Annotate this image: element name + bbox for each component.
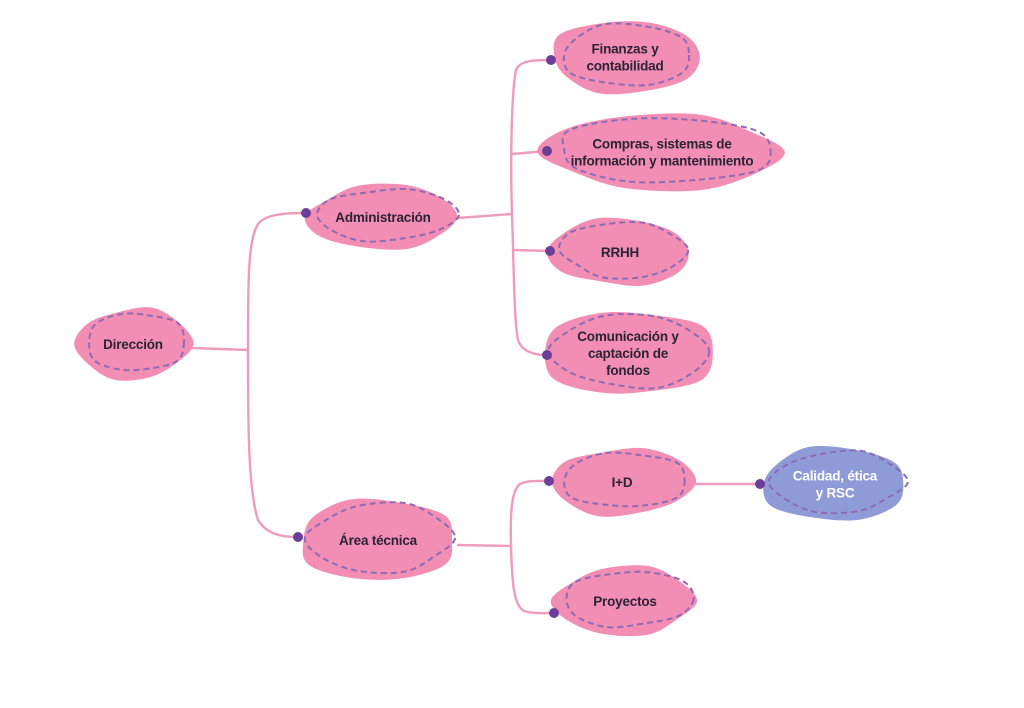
- node-dashed-outline: [88, 312, 185, 372]
- node-dashed-outline: [565, 570, 695, 629]
- node-label-id: I+D: [612, 475, 633, 490]
- node-label-direccion: Dirección: [103, 337, 163, 352]
- connector-dot: [549, 608, 559, 618]
- node-dashed-outline: [767, 449, 909, 515]
- node-administracion: Administración: [301, 183, 461, 250]
- node-dashed-outline: [558, 220, 690, 280]
- node-proyectos: Proyectos: [549, 565, 698, 637]
- node-label-comunicacion: captación de: [588, 346, 669, 361]
- node-shape: [74, 307, 194, 381]
- node-comunicacion: Comunicación y captación de fondos: [542, 311, 713, 394]
- node-label-calidad: Calidad, ética: [793, 469, 878, 484]
- connector-trunk-down: [246, 348, 300, 539]
- connector-bus-proyectos: [509, 544, 556, 615]
- connector-bus-id: [509, 479, 551, 548]
- node-label-administracion: Administración: [335, 210, 430, 225]
- node-dashed-outline: [561, 117, 772, 184]
- connector-direccion-trunk: [191, 346, 250, 352]
- connector-dot: [542, 146, 552, 156]
- node-id: I+D: [544, 447, 697, 517]
- connector-bus-rrhh: [512, 248, 552, 253]
- node-shape: [550, 565, 698, 637]
- node-compras: Compras, sistemas de información y manten…: [537, 113, 785, 192]
- node-dashed-outline: [562, 22, 691, 87]
- node-label-proyectos: Proyectos: [593, 594, 656, 609]
- node-dashed-outline: [303, 501, 457, 575]
- connector-tecnica-bus: [456, 543, 513, 548]
- node-label-compras: Compras, sistemas de: [592, 137, 732, 152]
- connector-bus-vertical: [510, 58, 553, 357]
- connector-dot: [544, 476, 554, 486]
- connector-dot: [755, 479, 765, 489]
- node-shape: [545, 311, 713, 394]
- node-finanzas: Finanzas y contabilidad: [546, 21, 700, 95]
- node-label-finanzas: contabilidad: [586, 59, 663, 74]
- node-label-comunicacion: Comunicación y: [577, 329, 679, 344]
- connector-dot: [293, 532, 303, 542]
- node-shape: [302, 498, 453, 580]
- node-label-finanzas: Finanzas y: [591, 42, 659, 57]
- connector-dot: [546, 55, 556, 65]
- node-rrhh: RRHH: [545, 217, 690, 287]
- connector-dot: [545, 246, 555, 256]
- connector-trunk-up: [246, 211, 308, 352]
- connector-admin-bus: [456, 212, 514, 220]
- node-direccion: Dirección: [74, 307, 194, 381]
- node-dashed-outline: [547, 312, 711, 390]
- node-shape: [304, 183, 458, 250]
- connector-dot: [301, 208, 311, 218]
- node-shape: [553, 21, 700, 95]
- node-area-tecnica: Área técnica: [293, 498, 457, 580]
- node-shape: [537, 113, 785, 192]
- node-shape: [546, 217, 689, 287]
- connectors: [191, 58, 762, 615]
- node-label-area-tecnica: Área técnica: [339, 533, 418, 548]
- node-label-comunicacion: fondos: [606, 363, 650, 378]
- node-shape: [552, 447, 697, 517]
- node-calidad: Calidad, ética y RSC: [755, 446, 909, 521]
- node-dashed-outline: [563, 451, 686, 508]
- node-label-rrhh: RRHH: [601, 245, 639, 260]
- node-shape: [763, 446, 904, 521]
- connector-dot: [542, 350, 552, 360]
- node-label-calidad: y RSC: [816, 486, 855, 501]
- node-label-compras: información y mantenimiento: [571, 154, 754, 169]
